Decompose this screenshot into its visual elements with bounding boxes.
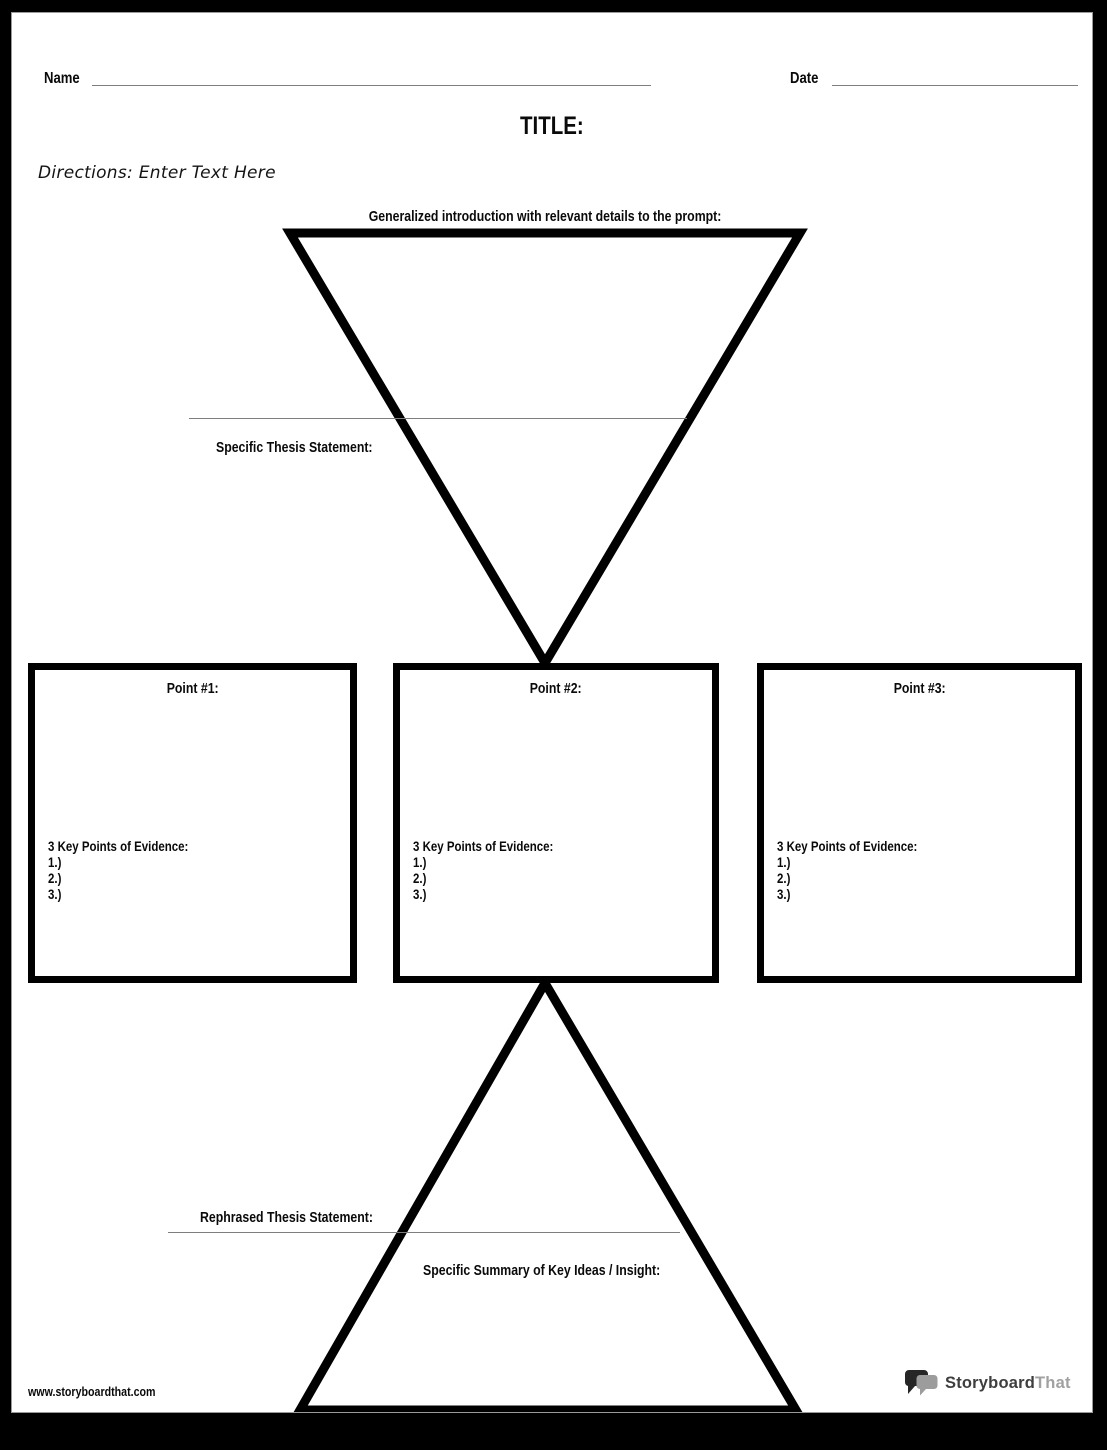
evidence-label: 3 Key Points of Evidence: [413, 838, 554, 854]
worksheet-page: Name Date TITLE: Directions: Enter Text … [12, 13, 1092, 1412]
evidence-item-3: 3.) [777, 886, 791, 902]
point-1-title: Point #1: [166, 680, 219, 697]
thesis-statement-label: Specific Thesis Statement: [216, 439, 373, 456]
storyboardthat-logo: StoryboardThat [905, 1370, 1071, 1396]
directions-text[interactable]: Directions: Enter Text Here [38, 163, 276, 183]
point-3-evidence: 3 Key Points of Evidence: 1.) 2.) 3.) [777, 838, 948, 902]
evidence-item-2: 2.) [777, 870, 791, 886]
rephrased-thesis-label: Rephrased Thesis Statement: [200, 1209, 373, 1226]
logo-text-secondary: That [1035, 1373, 1071, 1392]
point-2-evidence: 3 Key Points of Evidence: 1.) 2.) 3.) [413, 838, 584, 902]
thesis-statement-line[interactable] [189, 418, 687, 419]
evidence-label: 3 Key Points of Evidence: [48, 838, 189, 854]
footer-website: www.storyboardthat.com [28, 1384, 156, 1399]
speech-bubbles-icon [905, 1370, 938, 1396]
name-input-line[interactable] [92, 85, 651, 86]
point-3-title: Point #3: [893, 680, 946, 697]
evidence-item-2: 2.) [413, 870, 427, 886]
rephrased-thesis-line[interactable] [168, 1232, 680, 1233]
evidence-item-3: 3.) [48, 886, 62, 902]
evidence-item-1: 1.) [48, 854, 62, 870]
graphic-organizer-shapes [282, 228, 808, 1412]
evidence-item-1: 1.) [413, 854, 427, 870]
page-title: TITLE: [520, 112, 584, 140]
evidence-item-2: 2.) [48, 870, 62, 886]
point-3-box[interactable]: Point #3: 3 Key Points of Evidence: 1.) … [757, 663, 1082, 983]
date-input-line[interactable] [832, 85, 1078, 86]
logo-text-primary: Storyboard [945, 1373, 1036, 1392]
evidence-item-1: 1.) [777, 854, 791, 870]
introduction-funnel-triangle [282, 228, 808, 672]
point-1-evidence: 3 Key Points of Evidence: 1.) 2.) 3.) [48, 838, 219, 902]
point-2-title: Point #2: [530, 680, 582, 697]
conclusion-pyramid-triangle [293, 974, 803, 1412]
date-label: Date [790, 70, 819, 87]
point-1-box[interactable]: Point #1: 3 Key Points of Evidence: 1.) … [28, 663, 357, 983]
summary-label: Specific Summary of Key Ideas / Insight: [423, 1262, 661, 1279]
name-label: Name [44, 70, 80, 87]
evidence-item-3: 3.) [413, 886, 427, 902]
introduction-label: Generalized introduction with relevant d… [368, 208, 722, 225]
point-2-box[interactable]: Point #2: 3 Key Points of Evidence: 1.) … [393, 663, 719, 983]
logo-wordmark: StoryboardThat [945, 1374, 1071, 1393]
evidence-label: 3 Key Points of Evidence: [777, 838, 918, 854]
